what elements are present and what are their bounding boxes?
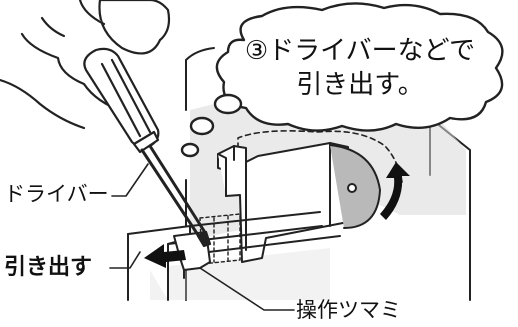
left-arrow-icon [144,244,186,268]
screwdriver-icon [83,47,212,248]
label-knob: 操作ツマミ [296,298,401,322]
knob-leader [199,267,295,311]
label-screwdriver: ドライバー [4,182,109,206]
screwdriver-leader [111,163,149,197]
leader-lines [109,163,295,311]
rotating-disc [329,144,381,229]
label-pull-out: 引き出す [4,255,93,280]
thought-bubble [180,2,504,158]
bubble-line-2: 引き出す。 [296,70,424,100]
thought-bubble-text: ③ドライバーなどで 引き出す。 [226,34,494,102]
cartridge-dashed-outline [237,130,403,183]
bubble-line-1: ③ドライバーなどで [244,36,476,66]
curved-arrow-icon [380,162,410,220]
pull-out-leader [109,251,141,269]
